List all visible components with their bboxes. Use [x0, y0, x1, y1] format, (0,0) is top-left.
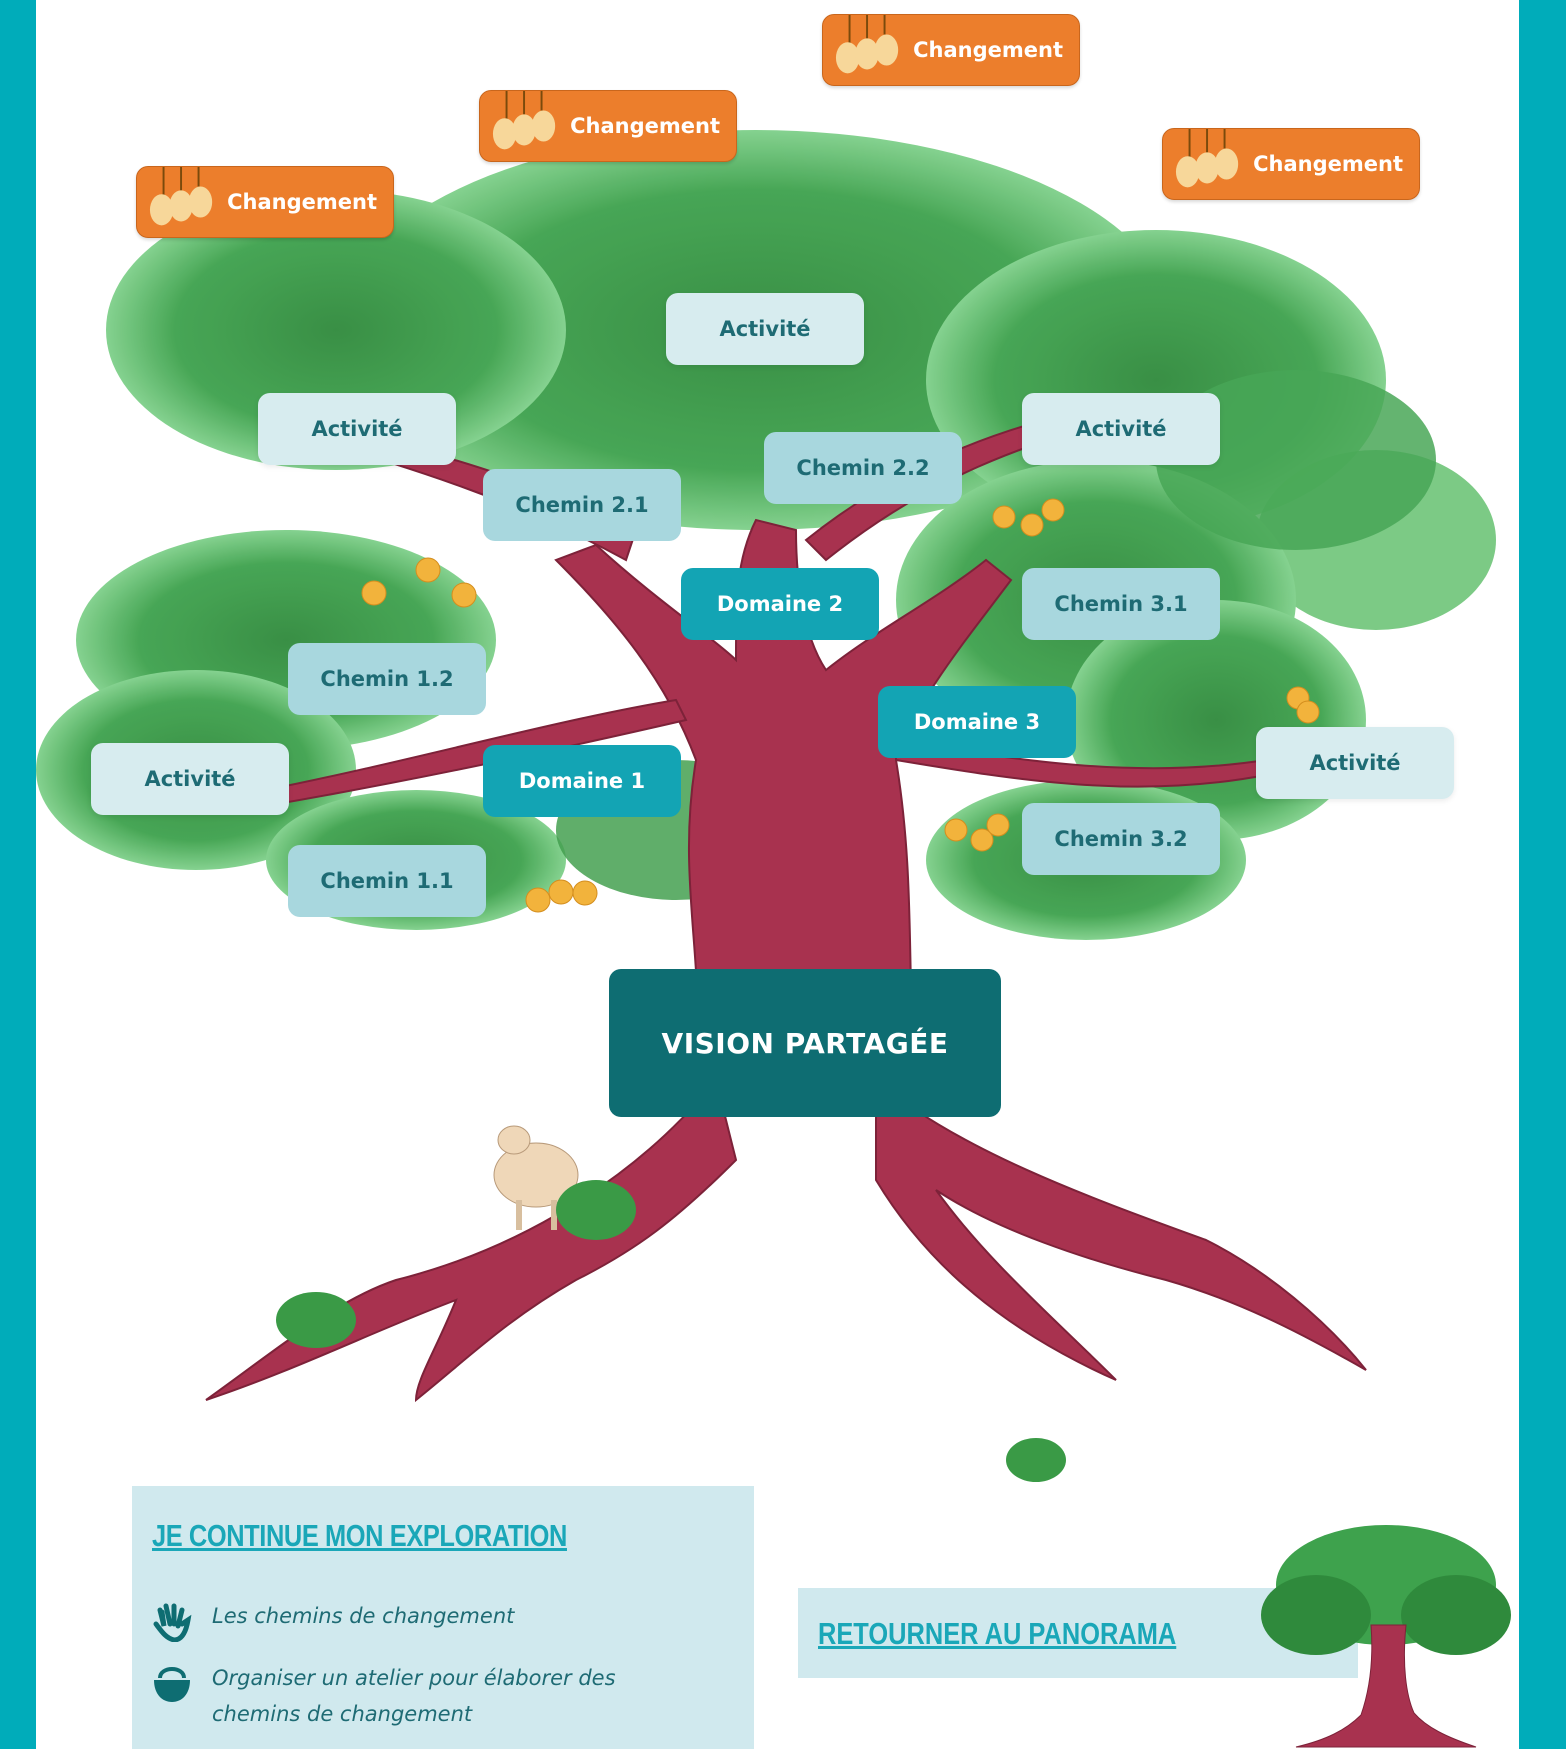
- changement-text: Changement: [913, 38, 1063, 62]
- activite-text: Activité: [1309, 751, 1401, 775]
- main-panel: Changement Changement Changement Changem…: [36, 0, 1519, 1749]
- changement-text: Changement: [227, 190, 377, 214]
- domaine-text: Domaine 3: [913, 710, 1041, 734]
- activite-text: Activité: [719, 317, 811, 341]
- link-organiser-atelier[interactable]: Organiser un atelier pour élaborer des c…: [152, 1660, 632, 1732]
- fruits: [361, 498, 1320, 913]
- vision-text: VISION PARTAGÉE: [661, 1026, 949, 1060]
- changement-label-1[interactable]: Changement: [822, 14, 1080, 86]
- chemin-text: Chemin 3.2: [1054, 827, 1188, 851]
- lantern-icon: [835, 15, 899, 74]
- link-text: Organiser un atelier pour élaborer des c…: [212, 1666, 616, 1726]
- chemin-1-2-label[interactable]: Chemin 1.2: [288, 643, 486, 715]
- domaine-2-label[interactable]: Domaine 2: [681, 568, 879, 640]
- retour-panorama-link[interactable]: RETOURNER AU PANORAMA: [818, 1616, 1177, 1651]
- changement-label-4[interactable]: Changement: [136, 166, 394, 238]
- link-text: Les chemins de changement: [212, 1604, 515, 1628]
- chemin-text: Chemin 3.1: [1054, 592, 1188, 616]
- changement-label-3[interactable]: Changement: [1162, 128, 1420, 200]
- changement-text: Changement: [1253, 152, 1403, 176]
- activite-label-top[interactable]: Activité: [666, 293, 864, 365]
- goat: [493, 1125, 579, 1230]
- activite-label-far-left[interactable]: Activité: [91, 743, 289, 815]
- hand-icon: [153, 1603, 192, 1642]
- changement-label-2[interactable]: Changement: [479, 90, 737, 162]
- domaine-3-label[interactable]: Domaine 3: [878, 686, 1076, 758]
- domaine-1-label[interactable]: Domaine 1: [483, 745, 681, 817]
- explore-panel: JE CONTINUE MON EXPLORATION Les chemins …: [132, 1486, 754, 1749]
- domaine-text: Domaine 2: [716, 592, 844, 616]
- activite-label-far-right[interactable]: Activité: [1256, 727, 1454, 799]
- activite-text: Activité: [1075, 417, 1167, 441]
- chemin-2-2-label[interactable]: Chemin 2.2: [764, 432, 962, 504]
- vision-partagee-label[interactable]: VISION PARTAGÉE: [609, 969, 1001, 1117]
- chemin-3-2-label[interactable]: Chemin 3.2: [1022, 803, 1220, 875]
- chemin-text: Chemin 1.2: [320, 667, 454, 691]
- lantern-icon: [149, 167, 213, 226]
- lantern-icon: [492, 91, 556, 150]
- basket-icon: [154, 1667, 190, 1702]
- trunk: [205, 398, 1367, 1403]
- lantern-icon: [1175, 129, 1239, 188]
- activite-label-left[interactable]: Activité: [258, 393, 456, 465]
- activite-label-right[interactable]: Activité: [1022, 393, 1220, 465]
- changement-text: Changement: [570, 114, 720, 138]
- explore-heading-link[interactable]: JE CONTINUE MON EXPLORATION: [152, 1518, 567, 1553]
- chemin-text: Chemin 2.1: [515, 493, 649, 517]
- domaine-text: Domaine 1: [518, 769, 646, 793]
- chemin-2-1-label[interactable]: Chemin 2.1: [483, 469, 681, 541]
- activite-text: Activité: [311, 417, 403, 441]
- bush: [276, 1180, 1066, 1482]
- activite-text: Activité: [144, 767, 236, 791]
- link-chemins-de-changement[interactable]: Les chemins de changement: [152, 1598, 632, 1642]
- chemin-text: Chemin 1.1: [320, 869, 454, 893]
- chemin-1-1-label[interactable]: Chemin 1.1: [288, 845, 486, 917]
- tree-thumbnail-icon[interactable]: [1256, 1515, 1516, 1749]
- chemin-3-1-label[interactable]: Chemin 3.1: [1022, 568, 1220, 640]
- chemin-text: Chemin 2.2: [796, 456, 930, 480]
